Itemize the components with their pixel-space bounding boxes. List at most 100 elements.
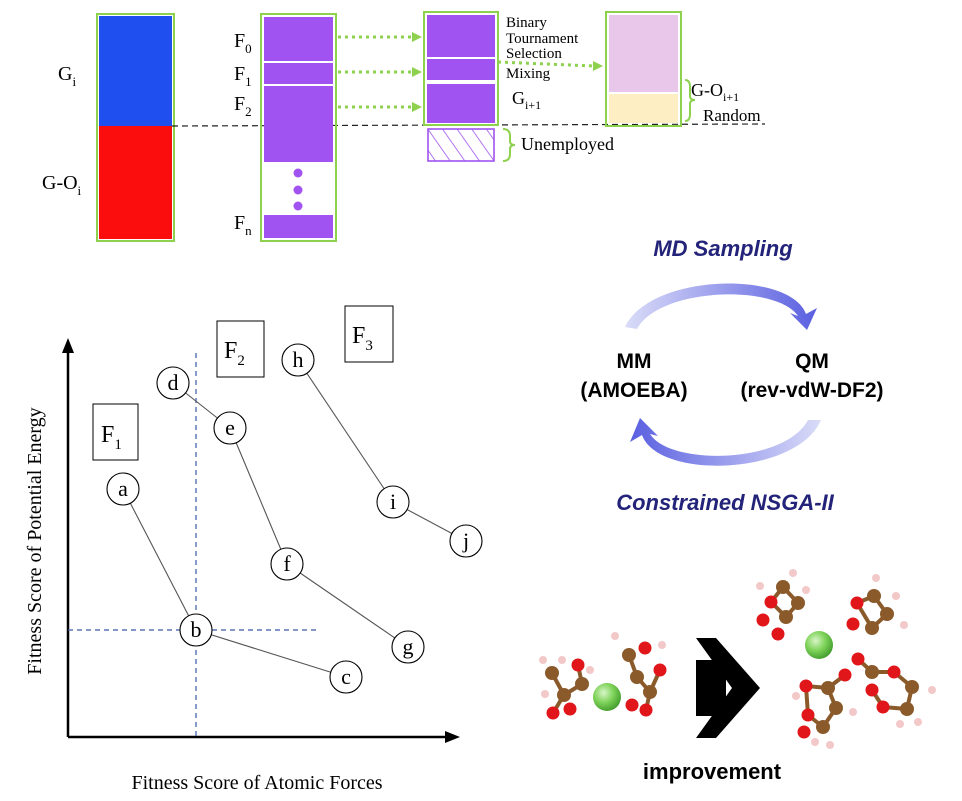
- oxygen-atom: [876, 700, 890, 714]
- population-frame: [96, 13, 175, 242]
- population-diagram: Gi G-Oi F0 F1 F2 Fn: [42, 11, 766, 242]
- hydrogen-atom: [914, 718, 922, 726]
- arrowhead-f0: [412, 32, 422, 42]
- carbon-atom: [545, 666, 559, 680]
- point-g-marker: [391, 630, 425, 664]
- carbon-atom: [865, 665, 879, 679]
- oxygen-atom: [846, 617, 860, 631]
- molecule-before: [539, 632, 667, 720]
- point-f-label: f: [283, 551, 291, 576]
- arrow-to-next: [497, 60, 595, 68]
- selected-block-2: [427, 59, 495, 80]
- x-axis-label: Fitness Score of Atomic Forces: [131, 772, 382, 794]
- x-axis-arrowhead: [445, 731, 460, 743]
- point-a-marker: [106, 472, 140, 506]
- oxygen-atom: [653, 663, 667, 677]
- carbon-atom: [867, 589, 881, 603]
- carbon-atom: [779, 610, 793, 624]
- front-block-fn: [264, 215, 333, 238]
- front-box-f1: [92, 403, 139, 461]
- hydrogen-atom: [892, 592, 900, 600]
- carbon-atom: [880, 607, 894, 621]
- hydrogen-atom: [928, 686, 936, 694]
- hydrogen-atom: [539, 656, 547, 664]
- front-label-f2: F2: [234, 93, 252, 119]
- divider-dashed-line: [171, 123, 766, 127]
- goi-block: [99, 126, 172, 239]
- next-gen-frame: [605, 11, 682, 127]
- hydrogen-atom: [541, 690, 549, 698]
- hydrogen-atom: [611, 632, 619, 640]
- arrowhead-next: [593, 61, 603, 71]
- front-label-fn: Fn: [234, 212, 252, 238]
- oxygen-atom: [571, 658, 585, 672]
- ellipsis-dot: [293, 185, 303, 195]
- fronts-frame: [260, 13, 337, 242]
- oxygen-atom: [771, 627, 785, 641]
- ellipsis-dot: [293, 201, 303, 211]
- qm-label: QM: [795, 350, 829, 373]
- point-i-label: i: [390, 489, 396, 514]
- molecule-after: [756, 569, 936, 749]
- carbon-atom: [776, 580, 790, 594]
- point-c-label: c: [341, 664, 351, 689]
- oxygen-atom: [638, 641, 652, 655]
- cycle-bottom-label: Constrained NSGA-II: [616, 490, 834, 515]
- goi1-label: G-Oi+1: [691, 80, 739, 104]
- front-label-f1-plot: F1: [101, 422, 122, 453]
- carbon-atom: [557, 688, 571, 702]
- selection-frame: [423, 11, 499, 126]
- carbon-atom: [905, 680, 919, 694]
- oxygen-atom: [865, 683, 879, 697]
- oxygen-atom: [850, 596, 864, 610]
- carbon-atom: [630, 670, 644, 684]
- hydrogen-atom: [896, 720, 904, 728]
- point-h-label: h: [293, 347, 304, 372]
- point-h-marker: [281, 343, 315, 377]
- selection-label: Selection: [506, 46, 562, 62]
- point-j-marker: [449, 524, 483, 558]
- mixing-label: Mixing: [506, 66, 551, 82]
- transfer-arrows: [338, 35, 595, 109]
- connector-e-f: [229, 427, 288, 565]
- connector-h-i: [297, 359, 394, 503]
- point-b-marker: [179, 613, 213, 647]
- ellipsis-dot: [293, 168, 303, 178]
- y-axis-arrowhead: [62, 338, 74, 353]
- hydrogen-atom: [658, 641, 666, 649]
- point-d-marker: [156, 366, 190, 400]
- hydrogen-atom: [811, 738, 819, 746]
- carbon-atom: [900, 702, 914, 716]
- improvement-arrow: [696, 638, 760, 738]
- oxygen-atom: [563, 702, 577, 716]
- unemployed-brace: [502, 128, 516, 162]
- front-box-f2: [216, 320, 265, 378]
- front-label-f3-plot: F3: [352, 323, 373, 354]
- ion-atom: [593, 683, 621, 711]
- connector-b-c: [195, 629, 347, 678]
- point-a-label: a: [118, 476, 128, 501]
- arrowhead-f2: [412, 102, 422, 112]
- sampling-cycle: MD Sampling MM (AMOEBA) QM (rev-vdW-DF2)…: [580, 236, 883, 515]
- point-g-label: g: [403, 634, 414, 659]
- hydrogen-atom: [789, 569, 797, 577]
- ion-atom: [805, 631, 833, 659]
- point-b-label: b: [191, 617, 202, 642]
- connector-f-g: [286, 563, 409, 648]
- point-e-marker: [213, 411, 247, 445]
- hydrogen-atom: [586, 666, 594, 674]
- cycle-bottom-arrow: [630, 418, 821, 466]
- selected-block-3: [427, 84, 495, 123]
- oxygen-atom: [625, 698, 639, 712]
- oxygen-atom: [546, 706, 560, 720]
- carbon-atom: [575, 677, 589, 691]
- oxygen-atom: [639, 703, 653, 717]
- hydrogen-atom: [558, 656, 566, 664]
- front-label-f2-plot: F2: [224, 338, 245, 369]
- front-block-f0: [264, 17, 333, 61]
- next-gen-brace: [684, 79, 696, 122]
- cycle-top-label: MD Sampling: [653, 236, 793, 261]
- oxygen-atom: [801, 708, 815, 722]
- carbon-atom: [816, 720, 830, 734]
- y-axis-label: Fitness Score of Potential Energy: [24, 407, 46, 674]
